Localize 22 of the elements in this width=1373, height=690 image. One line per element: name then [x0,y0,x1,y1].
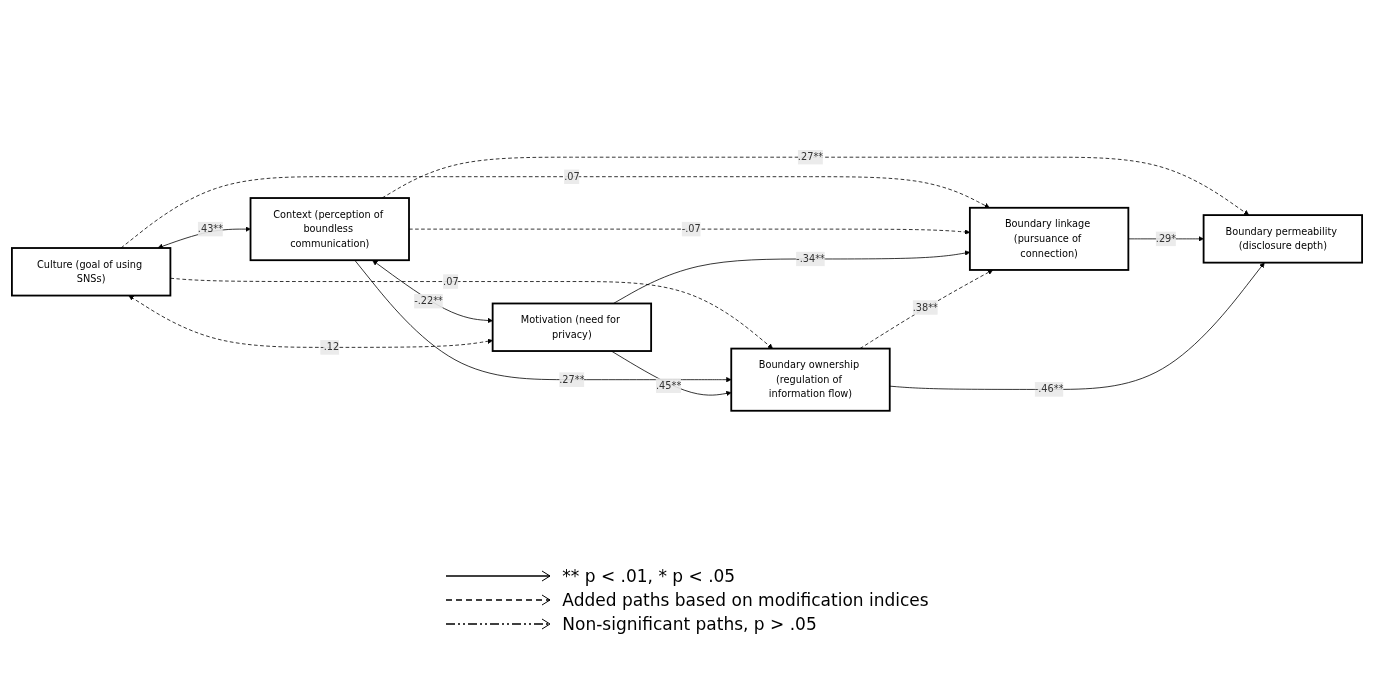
legend-text: Added paths based on modification indices [562,590,929,610]
edge-label: .27** [797,150,823,163]
node-box: Boundary linkage (pursuance of connection) [968,206,1129,271]
edge-label: -.22** [413,294,443,307]
node-box: Motivation (need for privacy) [491,302,652,352]
node-box: Context (perception of boundless communication) [249,196,410,261]
edge-label: .45** [655,379,681,391]
edge-label: .07 [442,275,459,287]
node-box: Culture (goal of using SNSs) [10,246,171,297]
node-box: Boundary permeability (disclosure depth) [1202,213,1363,264]
edge-label: .27** [558,373,585,385]
edge-label: .07 [563,170,580,182]
edge-label: .43** [197,222,223,235]
edge-label: -.34** [795,252,825,265]
legend-text: ** p < .01, * p < .05 [562,566,736,586]
edge-label: -.12 [319,340,339,353]
node-box: Boundary ownership (regulation of information flow) [729,347,891,412]
edge-label: .38** [912,301,938,313]
edge-label: -.07 [681,222,701,235]
edge-label: -.46** [1034,383,1063,395]
legend-text: Non-significant paths, p > .05 [562,614,817,634]
edge-label: .29* [1155,232,1176,245]
